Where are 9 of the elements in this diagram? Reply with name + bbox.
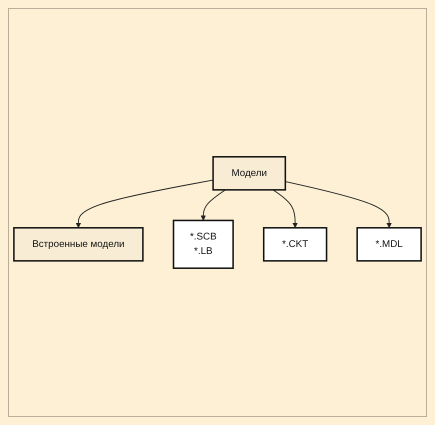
arrow: [284, 181, 392, 228]
arrow: [76, 180, 214, 228]
arrow: [272, 189, 298, 228]
arrow: [200, 189, 226, 221]
node-box: Встроенные модели: [13, 227, 144, 262]
node-box: Модели: [212, 156, 286, 191]
node-box: *.CKT: [262, 227, 328, 262]
node-box: *.SCB *.LB: [172, 220, 234, 269]
node-box: *.MDL: [356, 227, 422, 262]
